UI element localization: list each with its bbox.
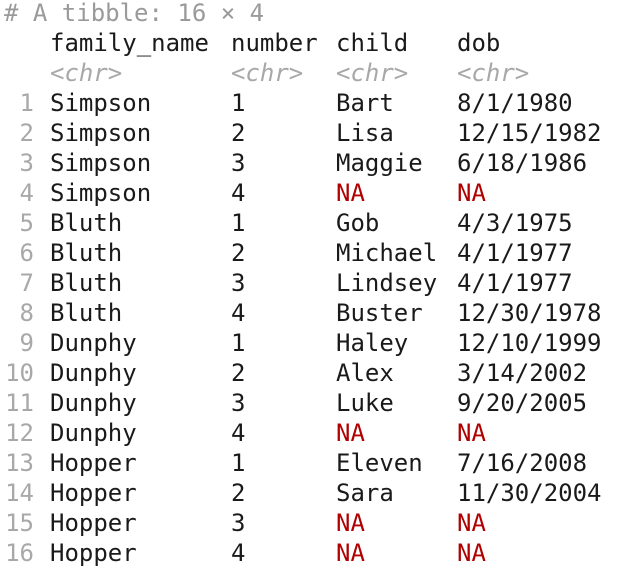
cell-child: NA	[336, 179, 365, 207]
cell-dob: 12/15/1982	[457, 119, 602, 147]
column-name-child: child	[336, 29, 409, 57]
row-number: 15	[5, 509, 34, 537]
cell-child: Alex	[336, 359, 394, 387]
cell-number: 2	[231, 479, 246, 507]
cell-dob: NA	[457, 419, 486, 447]
cell-child: Eleven	[336, 449, 423, 477]
cell-number: 3	[231, 509, 246, 537]
row-number: 9	[19, 329, 34, 357]
cell-family-name: Simpson	[50, 119, 152, 147]
cell-dob: 4/1/1977	[457, 269, 573, 297]
cell-family-name: Hopper	[50, 479, 137, 507]
cell-child: Buster	[336, 299, 423, 327]
cell-dob: 4/3/1975	[457, 209, 573, 237]
cell-child: Lisa	[336, 119, 394, 147]
cell-family-name: Hopper	[50, 539, 137, 567]
cell-child: NA	[336, 509, 365, 537]
column-name-dob: dob	[457, 29, 501, 57]
row-number: 13	[5, 449, 34, 477]
cell-child: Lindsey	[336, 269, 438, 297]
cell-family-name: Dunphy	[50, 419, 137, 447]
row-number: 6	[19, 239, 34, 267]
cell-child: NA	[336, 419, 365, 447]
column-type-number: <chr>	[231, 59, 304, 87]
column-type-row: <chr> <chr> <chr> <chr>	[0, 58, 529, 88]
cell-number: 4	[231, 299, 246, 327]
cell-dob: 12/30/1978	[457, 299, 602, 327]
column-type-dob: <chr>	[457, 59, 530, 87]
row-number: 2	[19, 119, 34, 147]
column-name-family-name: family_name	[50, 29, 209, 57]
row-number: 16	[5, 539, 34, 567]
cell-number: 3	[231, 269, 246, 297]
cell-child: Luke	[336, 389, 394, 417]
cell-family-name: Dunphy	[50, 329, 137, 357]
cell-dob: 4/1/1977	[457, 239, 573, 267]
row-number: 7	[19, 269, 34, 297]
cell-family-name: Simpson	[50, 89, 152, 117]
cell-dob: NA	[457, 509, 486, 537]
cell-number: 2	[231, 359, 246, 387]
cell-number: 1	[231, 89, 246, 117]
row-number: 8	[19, 299, 34, 327]
cell-child: Bart	[336, 89, 394, 117]
cell-dob: 11/30/2004	[457, 479, 602, 507]
column-name-number: number	[231, 29, 318, 57]
cell-child: Maggie	[336, 149, 423, 177]
cell-child: Haley	[336, 329, 409, 357]
cell-number: 3	[231, 149, 246, 177]
cell-child: Michael	[336, 239, 438, 267]
cell-family-name: Dunphy	[50, 359, 137, 387]
row-number: 12	[5, 419, 34, 447]
cell-dob: NA	[457, 179, 486, 207]
cell-number: 3	[231, 389, 246, 417]
cell-family-name: Bluth	[50, 299, 123, 327]
cell-child: Sara	[336, 479, 394, 507]
column-type-child: <chr>	[336, 59, 409, 87]
cell-number: 1	[231, 329, 246, 357]
cell-family-name: Hopper	[50, 449, 137, 477]
cell-family-name: Simpson	[50, 149, 152, 177]
cell-number: 2	[231, 119, 246, 147]
row-number: 10	[5, 359, 34, 387]
row-number: 1	[19, 89, 34, 117]
cell-child: NA	[336, 539, 365, 567]
cell-number: 1	[231, 209, 246, 237]
cell-dob: 8/1/1980	[457, 89, 573, 117]
tibble-header: # A tibble: 16 × 4	[4, 0, 265, 27]
cell-dob: NA	[457, 539, 486, 567]
row-number: 3	[19, 149, 34, 177]
cell-dob: 6/18/1986	[457, 149, 588, 177]
cell-dob: 7/16/2008	[457, 449, 588, 477]
cell-number: 4	[231, 539, 246, 567]
cell-number: 4	[231, 179, 246, 207]
cell-family-name: Bluth	[50, 209, 123, 237]
column-header-row: family_name number child dob	[0, 28, 500, 58]
cell-family-name: Bluth	[50, 269, 123, 297]
column-type-family-name: <chr>	[50, 59, 123, 87]
cell-dob: 3/14/2002	[457, 359, 588, 387]
cell-child: Gob	[336, 209, 380, 237]
row-number: 11	[5, 389, 34, 417]
cell-dob: 12/10/1999	[457, 329, 602, 357]
cell-number: 1	[231, 449, 246, 477]
cell-number: 4	[231, 419, 246, 447]
cell-number: 2	[231, 239, 246, 267]
row-number: 4	[19, 179, 34, 207]
cell-dob: 9/20/2005	[457, 389, 588, 417]
row-number: 5	[19, 209, 34, 237]
cell-family-name: Dunphy	[50, 389, 137, 417]
cell-family-name: Simpson	[50, 179, 152, 207]
row-number: 14	[5, 479, 34, 507]
cell-family-name: Bluth	[50, 239, 123, 267]
cell-family-name: Hopper	[50, 509, 137, 537]
